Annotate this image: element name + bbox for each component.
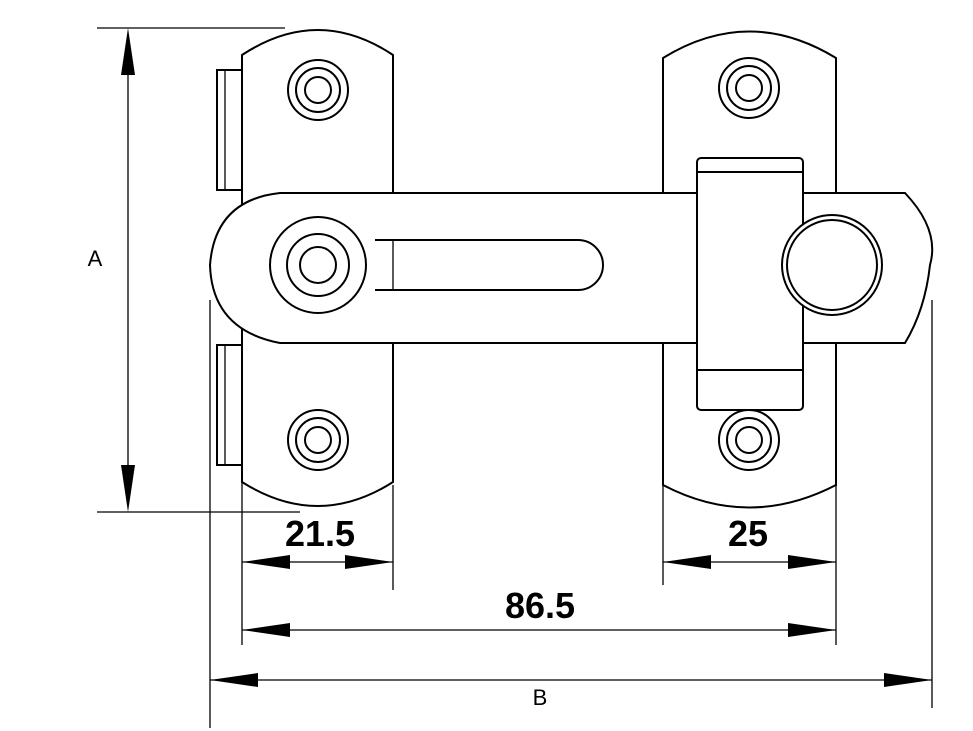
left-top-screw-hole (287, 59, 349, 121)
right-top-screw-hole (718, 57, 780, 119)
pivot-rivet (269, 216, 367, 314)
dimension-b: B (210, 673, 932, 710)
extension-lines (209, 300, 933, 728)
dimension-b-label: B (533, 685, 548, 710)
dimension-a: A (88, 27, 300, 513)
left-hinge-tabs (216, 69, 245, 466)
dimension-25-label: 25 (728, 513, 768, 554)
catch-keeper (696, 157, 804, 411)
dimension-21-5-label: 21.5 (285, 513, 355, 554)
dimension-21-5: 21.5 (242, 513, 393, 569)
knob (781, 214, 883, 316)
bar-slot (375, 239, 604, 291)
left-bottom-screw-hole (287, 409, 349, 471)
dimension-a-label: A (88, 246, 103, 271)
dimension-86-5-label: 86.5 (505, 585, 575, 626)
dimension-86-5: 86.5 (242, 585, 836, 637)
dimension-25: 25 (663, 513, 836, 569)
